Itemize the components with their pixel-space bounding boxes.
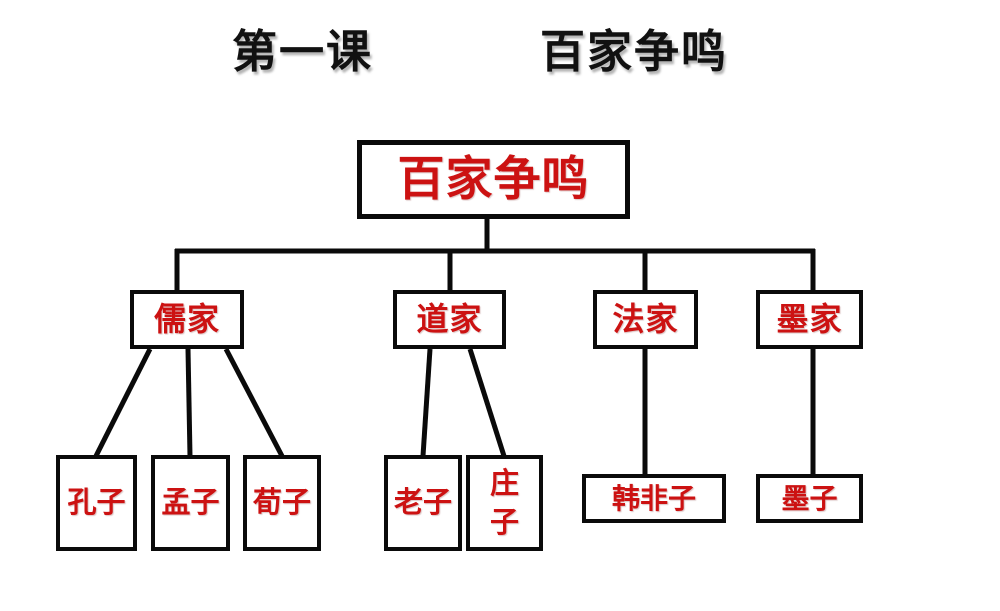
node-person-mozi-label: 墨子: [781, 481, 838, 515]
node-person-mozi[interactable]: 墨子: [756, 474, 863, 523]
connector-daojia-zhuangzi: [467, 348, 507, 457]
node-person-mengzi[interactable]: 孟子: [151, 455, 230, 551]
node-person-kongzi-label: 孔子: [67, 485, 126, 520]
node-school-rujia[interactable]: 儒家: [130, 290, 244, 349]
node-person-hanfeizi-label: 韩非子: [611, 481, 696, 515]
node-school-mojia-label: 墨家: [776, 299, 843, 338]
connector-rujia-xunzi: [223, 347, 285, 458]
node-person-kongzi[interactable]: 孔子: [56, 455, 137, 551]
node-school-fajia-label: 法家: [612, 299, 679, 338]
node-root[interactable]: 百家争鸣: [357, 140, 630, 219]
title-lesson-number: 第一课: [232, 25, 374, 78]
connector-daojia-laozi: [420, 348, 433, 457]
node-person-hanfeizi[interactable]: 韩非子: [582, 474, 726, 523]
title-main-topic: 百家争鸣: [540, 25, 729, 78]
node-person-zhuangzi[interactable]: 庄子: [466, 455, 543, 551]
node-person-xunzi-label: 荀子: [253, 485, 312, 520]
node-person-laozi[interactable]: 老子: [384, 455, 462, 551]
connector-rujia-kongzi: [93, 347, 153, 458]
node-school-fajia[interactable]: 法家: [593, 290, 698, 349]
node-person-xunzi[interactable]: 荀子: [243, 455, 321, 551]
connector-rujia-mengzi: [185, 348, 193, 457]
node-school-daojia-label: 道家: [416, 299, 483, 338]
slide-title: 第一课 百家争鸣: [0, 20, 1000, 86]
node-person-laozi-label: 老子: [394, 485, 453, 520]
node-person-zhuangzi-label: 庄子: [489, 465, 519, 539]
node-person-mengzi-label: 孟子: [161, 485, 220, 520]
node-school-rujia-label: 儒家: [153, 299, 220, 338]
node-root-label: 百家争鸣: [397, 151, 590, 207]
node-school-daojia[interactable]: 道家: [393, 290, 506, 349]
node-school-mojia[interactable]: 墨家: [756, 290, 863, 349]
